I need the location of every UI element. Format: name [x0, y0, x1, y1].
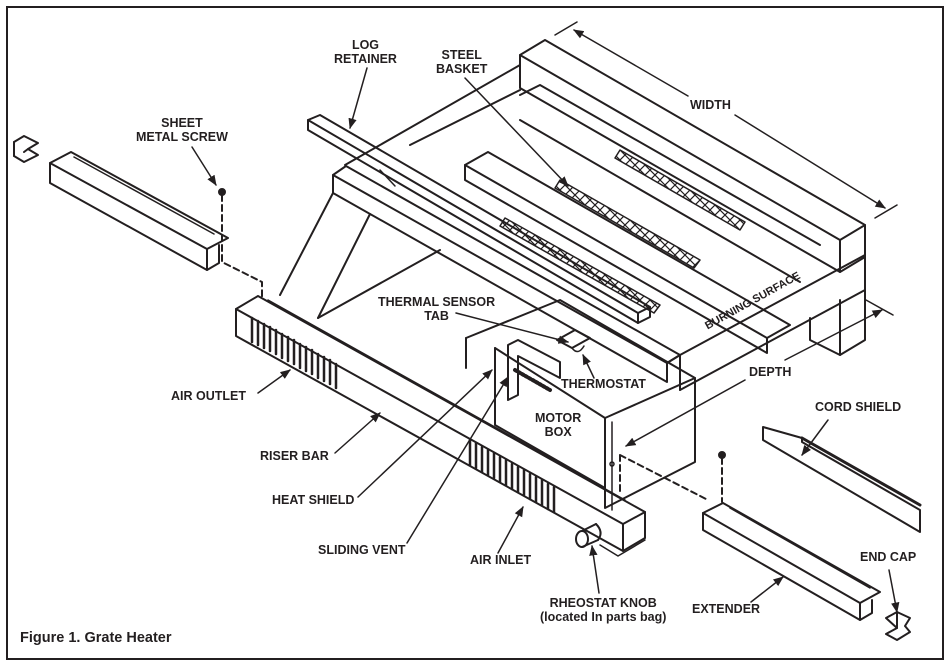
label-log-retainer-line2: RETAINER: [334, 52, 397, 66]
depth-dimension: [625, 299, 894, 447]
label-rheostat-knob: RHEOSTAT KNOB (located In parts bag): [540, 596, 666, 624]
label-log-retainer: LOG RETAINER: [334, 38, 397, 66]
grate-legs: [279, 192, 441, 319]
right-extender: [702, 502, 881, 621]
figure-frame: [6, 6, 944, 660]
motor-box: [465, 299, 696, 511]
thermostat: [556, 329, 591, 353]
label-extender: EXTENDER: [692, 602, 761, 616]
left-end-cap: [13, 135, 39, 163]
label-cord-shield: CORD SHIELD: [815, 400, 902, 414]
basket-slats: [344, 64, 821, 354]
label-rheostat-knob-line2: (located In parts bag): [540, 610, 667, 624]
label-sheet-metal-screw: SHEET METAL SCREW: [136, 116, 228, 144]
log-retainer: [307, 114, 651, 324]
label-log-retainer-line1: LOG: [351, 38, 380, 52]
figure-caption: Figure 1. Grate Heater: [20, 630, 172, 646]
left-extender: [49, 151, 229, 271]
label-thermal-sensor-tab: THERMAL SENSOR TAB: [378, 295, 495, 323]
label-thermostat: THERMOSTAT: [561, 377, 646, 391]
leader-lines: [191, 67, 900, 614]
label-rheostat-knob-line1: RHEOSTAT KNOB: [549, 596, 657, 610]
right-screw: [619, 451, 726, 503]
label-steel-basket-line1: STEEL: [441, 48, 482, 62]
heat-shield: [507, 339, 561, 401]
steel-basket-mesh: [499, 149, 746, 314]
label-steel-basket-line2: BASKET: [436, 62, 488, 76]
label-motor-box: MOTOR BOX: [535, 411, 581, 439]
label-riser-bar: RISER BAR: [260, 449, 329, 463]
label-motor-box-line1: MOTOR: [535, 411, 582, 425]
label-end-cap: END CAP: [860, 550, 917, 564]
cord-shield: [762, 426, 922, 533]
width-dimension: [554, 21, 898, 219]
label-motor-box-line2: BOX: [544, 425, 572, 439]
label-steel-basket: STEEL BASKET: [436, 48, 487, 76]
label-air-inlet: AIR INLET: [470, 553, 532, 567]
label-sheet-metal-screw-line2: METAL SCREW: [136, 130, 228, 144]
label-heat-shield: HEAT SHIELD: [272, 493, 355, 507]
grate-back-beam: [519, 39, 866, 273]
label-air-outlet: AIR OUTLET: [171, 389, 246, 403]
label-depth: DEPTH: [749, 365, 792, 379]
label-sheet-metal-screw-line1: SHEET: [161, 116, 203, 130]
rheostat-knob: [575, 523, 646, 557]
air-inlet-vents: [468, 438, 556, 514]
air-outlet-vents: [250, 316, 338, 390]
label-sliding-vent: SLIDING VENT: [318, 543, 406, 557]
grate-side-beam: [666, 254, 866, 391]
label-thermal-sensor-tab-line1: THERMAL SENSOR: [378, 295, 496, 309]
right-end-cap: [885, 611, 911, 641]
label-width: WIDTH: [690, 98, 731, 112]
label-thermal-sensor-tab-line2: TAB: [424, 309, 449, 323]
left-screw: [218, 188, 263, 301]
